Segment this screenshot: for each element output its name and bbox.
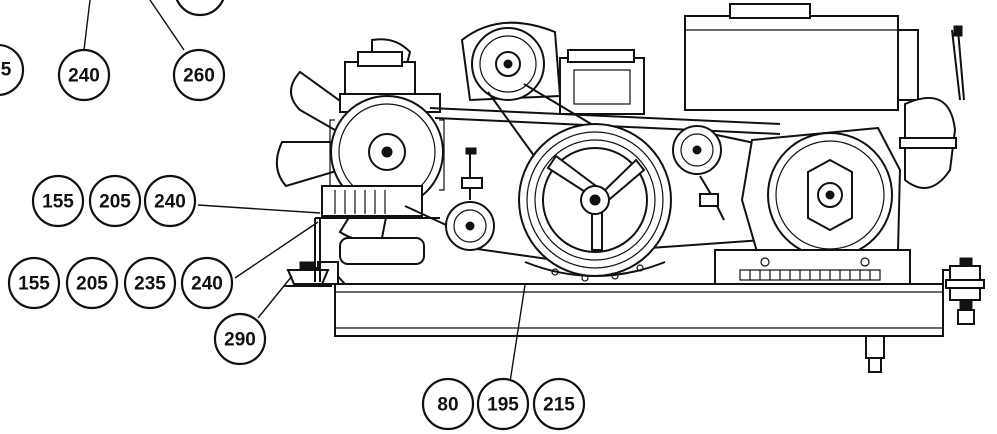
control-box (684, 3, 919, 111)
belt-tensioner-bracket (461, 147, 483, 200)
leader-group-a (197, 204, 321, 214)
lower-idler-pulley (445, 201, 495, 251)
leader-290 (257, 275, 293, 319)
engine-block-left (314, 217, 440, 282)
callout-label: 205 (99, 192, 131, 213)
callout-label: 240 (68, 66, 100, 87)
base-frame (300, 261, 952, 373)
callout-label: 5 (1, 60, 12, 81)
callout-label: 260 (183, 66, 215, 87)
callout-top-partial-right (175, 0, 225, 17)
callout-260-top: 260 (172, 48, 226, 102)
callout-label: 195 (487, 395, 519, 416)
top-idler-pulley (460, 21, 562, 102)
callout-partial-left: 5 (0, 43, 25, 97)
ring-gear-base (714, 249, 911, 285)
callout-group-a: 155 205 240 (31, 174, 197, 228)
callout-label: 205 (76, 274, 108, 295)
callout-label: 240 (191, 274, 223, 295)
alternator (321, 51, 445, 217)
callout-label: 80 (437, 395, 458, 416)
callout-240-top: 240 (57, 48, 111, 102)
crankshaft-pulley (518, 123, 672, 277)
callout-label: 290 (224, 330, 256, 351)
callout-label: 215 (543, 395, 575, 416)
leader-group-bottom (509, 284, 526, 383)
air-filter (899, 25, 965, 189)
callout-label: 240 (154, 192, 186, 213)
tensioner-pulley (672, 125, 725, 221)
callout-label: 235 (134, 274, 166, 295)
leader-top-240 (83, 0, 91, 51)
injection-pump-housing (559, 49, 645, 115)
callout-label: 155 (18, 274, 50, 295)
callout-group-b: 155 205 235 240 (7, 256, 234, 310)
leader-top-260 (149, 0, 185, 51)
leader-group-b (234, 221, 319, 279)
flywheel-housing (524, 261, 666, 282)
callout-290: 290 (213, 312, 267, 366)
callout-group-bottom: 80 195 215 (421, 377, 586, 431)
callout-label: 155 (42, 192, 74, 213)
generator-pulley (740, 126, 902, 264)
right-rubber-mount (945, 257, 985, 325)
